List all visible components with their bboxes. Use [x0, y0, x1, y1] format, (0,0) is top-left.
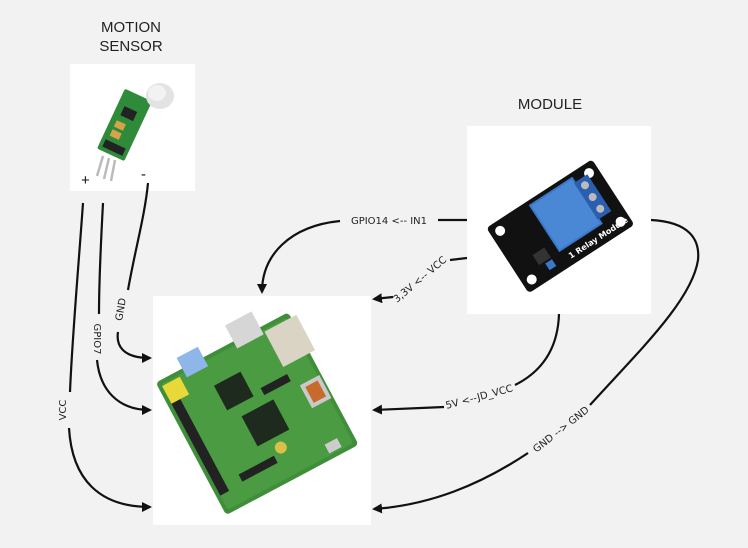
motion-sensor-image — [95, 83, 174, 182]
raspberry-pi-panel — [153, 296, 371, 525]
wire-sensor-gnd-2 — [116, 331, 152, 363]
label-sensor-vcc: VCC — [58, 400, 69, 421]
wire-relay-vcc — [449, 256, 468, 262]
wire-relay-in1-2 — [257, 219, 341, 294]
motion-sensor-title-line1: MOTION — [101, 19, 161, 36]
label-relay-gnd: GND --> GND — [531, 405, 591, 456]
relay-module-image: 1 Relay Module — [487, 160, 633, 292]
wire-sensor-gpio7 — [97, 202, 105, 315]
wire-sensor-vcc — [68, 202, 85, 393]
wire-sensor-vcc-2 — [67, 427, 152, 512]
label-relay-jdvcc: 5V <--JD_VCC — [445, 383, 515, 411]
wire-sensor-gpio7-2 — [95, 359, 152, 415]
wire-relay-gnd — [589, 218, 700, 406]
sensor-pin-plus-label: + — [81, 172, 90, 189]
wire-relay-jdvcc-2 — [372, 404, 445, 415]
relay-module-title: MODULE — [517, 96, 583, 113]
motion-sensor-panel: + - — [70, 64, 195, 191]
label-sensor-gpio7: GPIO7 — [91, 324, 102, 355]
wire-relay-gnd-2 — [372, 452, 529, 514]
label-relay-in1: GPIO14 <-- IN1 — [351, 216, 427, 227]
motion-sensor-title: MOTION SENSOR — [86, 18, 176, 56]
sensor-pin-minus-label: - — [141, 166, 146, 183]
relay-module-panel: 1 Relay Module — [467, 126, 651, 314]
wire-sensor-gnd — [126, 182, 150, 291]
wire-relay-vcc-2 — [372, 293, 394, 304]
label-relay-vcc: 3,3V <-- VCC — [392, 255, 449, 306]
motion-sensor-title-line2: SENSOR — [99, 38, 163, 55]
wire-relay-jdvcc — [514, 313, 561, 386]
label-sensor-gnd: GND — [114, 297, 129, 322]
raspberry-pi-image — [157, 311, 358, 514]
